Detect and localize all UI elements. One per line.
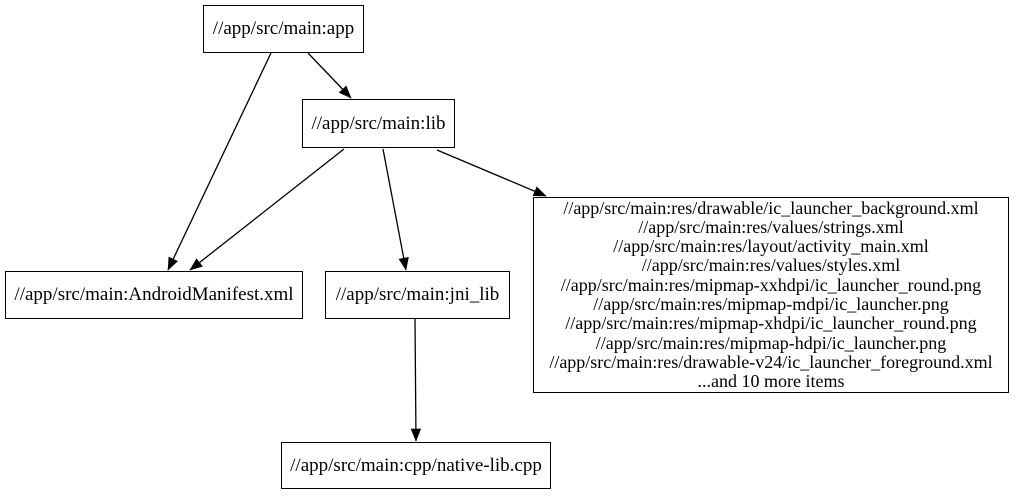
edge-jni_lib-to-native_lib — [410, 318, 422, 442]
node-native-lib-cpp-label: //app/src/main:cpp/native-lib.cpp — [290, 454, 542, 476]
graph-node-app: //app/src/main:app — [203, 5, 364, 53]
node-androidmanifest-label: //app/src/main:AndroidManifest.xml — [14, 284, 294, 306]
graph-node-resources-group: //app/src/main:res/drawable/ic_launcher_… — [533, 197, 1009, 393]
node-app-label: //app/src/main:app — [212, 18, 355, 40]
edge-lib-to-jni_lib — [382, 148, 409, 271]
edge-lib-to-manifest — [189, 148, 345, 271]
edge-app-to-lib — [307, 52, 352, 99]
edge-app-to-manifest — [167, 52, 272, 271]
node-jni-lib-label: //app/src/main:jni_lib — [335, 284, 500, 306]
graph-node-native-lib-cpp: //app/src/main:cpp/native-lib.cpp — [281, 442, 551, 489]
node-resources-label: //app/src/main:res/drawable/ic_launcher_… — [549, 197, 993, 392]
node-lib-label: //app/src/main:lib — [311, 112, 446, 134]
graph-node-androidmanifest: //app/src/main:AndroidManifest.xml — [5, 271, 303, 319]
graph-node-lib: //app/src/main:lib — [302, 99, 455, 148]
edge-lib-to-resources — [436, 149, 547, 197]
graph-node-jni-lib: //app/src/main:jni_lib — [325, 271, 510, 319]
